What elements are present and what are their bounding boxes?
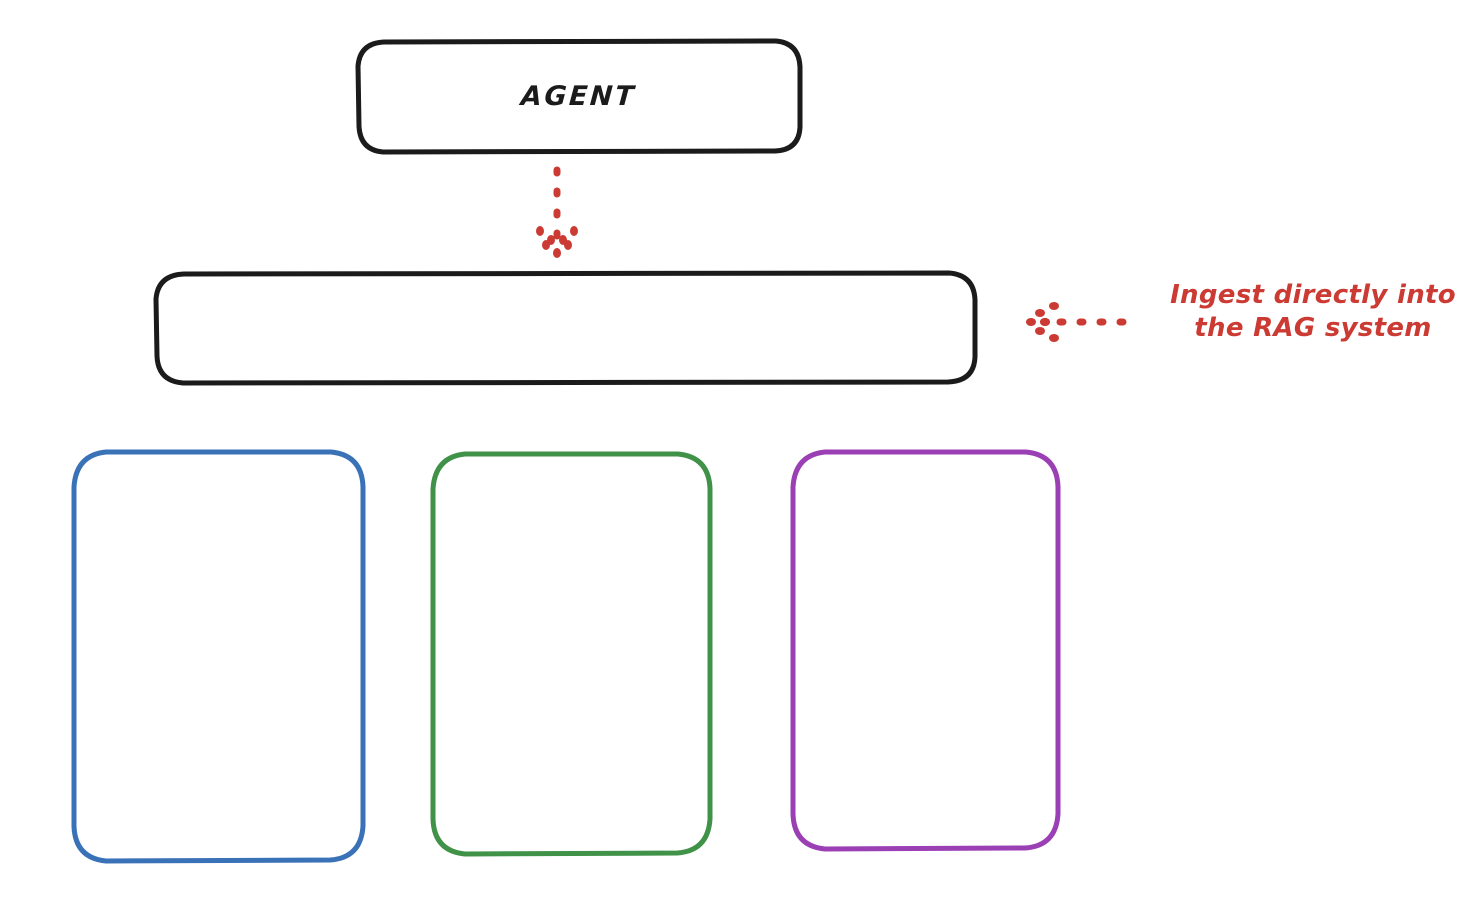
- connector-agent-to-rag-tool: [536, 166, 578, 258]
- node-rag-tool[interactable]: RAG Tool: [153, 270, 978, 386]
- node-vector-io[interactable]: VectorIO (insert_chunks, delete_chunks, …: [70, 449, 367, 864]
- node-key-value-io-label: KeyValueIO (set_key, delete_key, get) Ke…: [457, 569, 686, 737]
- connector-ingest-note-to-rag-tool: [1026, 302, 1134, 342]
- node-relational-io[interactable]: RelationalIO (insert_sql, query_sql) SQL…: [789, 449, 1062, 852]
- annotation-ingest-note: Ingest directly into the RAG system: [1170, 280, 1456, 344]
- node-agent[interactable]: AGENT: [355, 38, 803, 155]
- node-rag-tool-label: RAG Tool: [497, 312, 634, 343]
- node-agent-label: AGENT: [520, 80, 638, 112]
- node-vector-io-label: VectorIO (insert_chunks, delete_chunks, …: [109, 555, 328, 757]
- node-key-value-io[interactable]: KeyValueIO (set_key, delete_key, get) Ke…: [429, 451, 714, 857]
- node-relational-io-label: RelationalIO (insert_sql, query_sql) SQL…: [837, 566, 1014, 734]
